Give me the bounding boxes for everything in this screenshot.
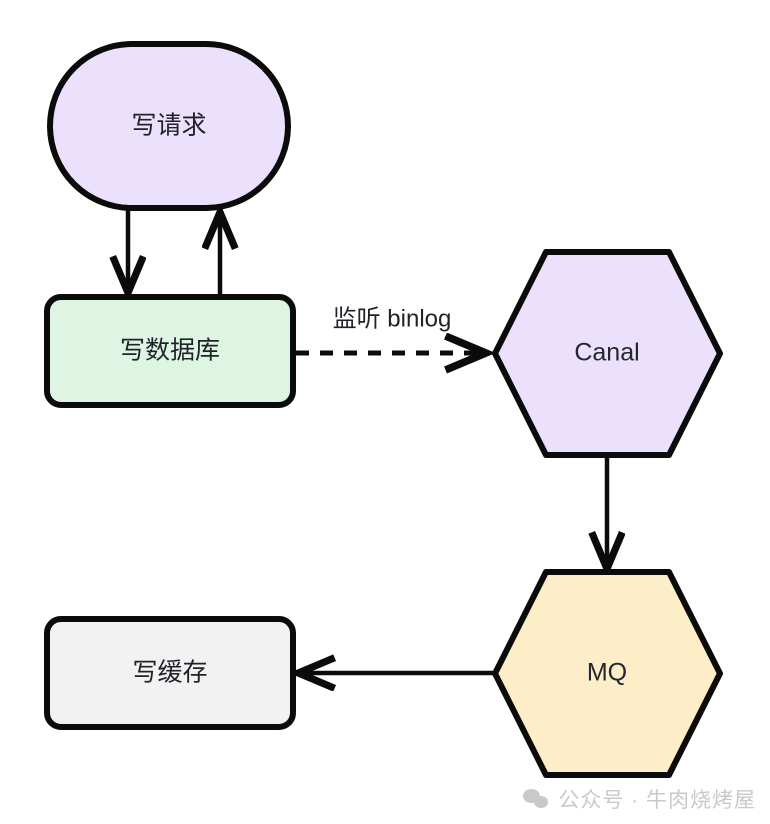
mq-label: MQ [587, 659, 627, 687]
canal-shape [492, 249, 723, 458]
watermark: 公众号 · 牛肉烧烤屋 [523, 784, 756, 814]
node-write-database[interactable]: 写数据库 [44, 294, 296, 408]
wechat-icon [523, 788, 549, 810]
node-canal[interactable]: Canal [492, 249, 723, 458]
edge-database-to-canal-label: 监听 binlog [333, 305, 452, 332]
write-request-shape [47, 41, 291, 211]
write-database-shape [44, 294, 296, 408]
mq-shape [492, 569, 723, 778]
node-write-request[interactable]: 写请求 [47, 41, 291, 211]
write-database-label: 写数据库 [120, 337, 220, 365]
node-mq[interactable]: MQ [492, 569, 723, 778]
write-request-label: 写请求 [131, 112, 206, 140]
node-write-cache[interactable]: 写缓存 [44, 616, 296, 730]
watermark-text: 公众号 · 牛肉烧烤屋 [558, 789, 756, 812]
write-cache-label: 写缓存 [132, 659, 207, 687]
edge-database-to-canal: 监听 binlog [296, 305, 484, 353]
canal-label: Canal [574, 339, 639, 367]
